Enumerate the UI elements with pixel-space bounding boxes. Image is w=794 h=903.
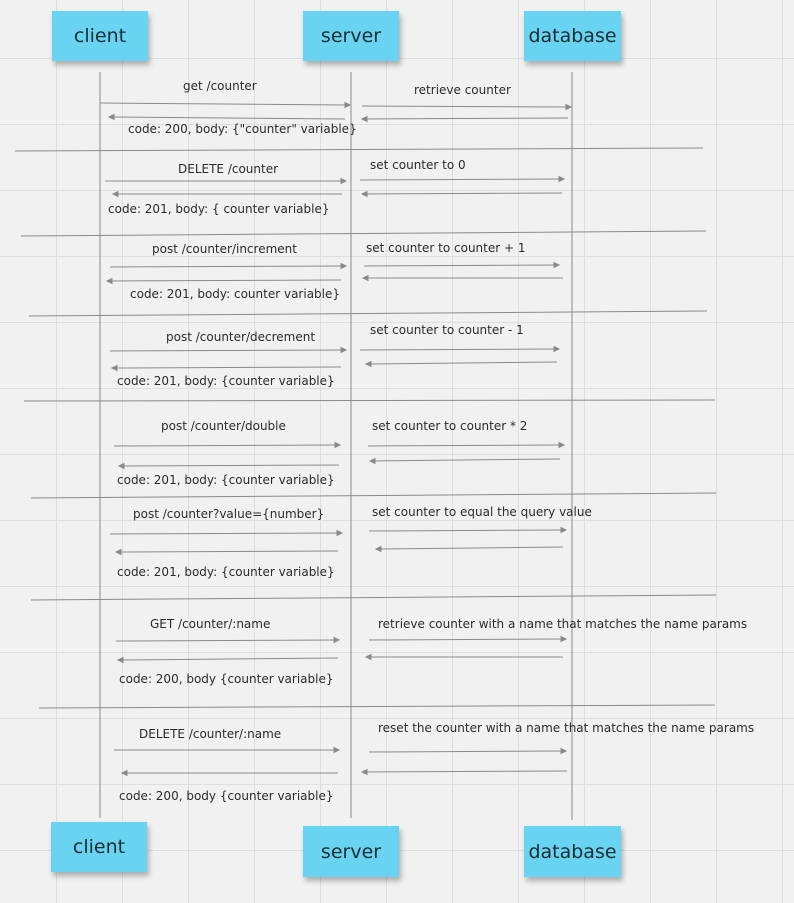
section-divider [28,310,708,317]
request-label: DELETE /counter/:name [139,727,282,741]
response-arrow [111,116,346,120]
request-arrow [99,102,348,106]
db-action-label: retrieve counter with a name that matche… [378,617,748,631]
section-divider [23,399,716,402]
section-divider [14,147,704,152]
db-request-arrow [359,178,562,181]
section-divider [20,230,707,237]
db-action-label: set counter to 0 [370,158,466,172]
request-arrow [109,265,344,268]
request-label: GET /counter/:name [150,617,271,631]
response-label: code: 200, body {counter variable} [119,789,334,803]
response-arrow [120,657,339,661]
db-response-arrow [368,361,558,365]
db-action-label: set counter to counter - 1 [370,323,524,337]
response-label: code: 201, body: {counter variable} [117,565,335,579]
request-arrow [115,639,337,642]
db-action-label: set counter to counter * 2 [372,419,528,433]
response-arrow [114,366,342,369]
db-request-arrow [368,638,564,641]
db-request-arrow [368,529,564,532]
db-request-arrow [359,348,557,351]
response-arrow [121,464,340,467]
db-request-arrow [368,750,564,753]
response-arrow [118,550,339,553]
response-label: code: 201, body: {counter variable} [117,374,335,388]
database-sticky-top[interactable]: database [524,11,621,61]
client-sticky-bottom[interactable]: client [51,822,147,872]
request-arrow [109,532,340,535]
request-label: get /counter [183,79,257,93]
request-arrow [109,349,344,352]
db-action-label: reset the counter with a name that match… [378,721,755,735]
db-action-label: set counter to equal the query value [372,505,592,519]
request-label: post /counter/double [161,419,286,433]
section-divider [30,492,717,499]
response-label: code: 200, body: {"counter" variable} [128,122,357,136]
server-sticky-bottom[interactable]: server [303,826,399,877]
request-label: DELETE /counter [178,162,279,176]
response-arrow [109,279,342,282]
request-label: post /counter/increment [152,242,297,256]
db-response-arrow [378,546,564,550]
client-sticky-top[interactable]: client [52,11,148,61]
db-request-arrow [361,105,569,108]
db-response-arrow [364,192,563,195]
server-sticky-top[interactable]: server [303,11,399,61]
db-response-arrow [372,458,561,462]
response-label: code: 201, body: counter variable} [130,287,341,301]
db-action-label: set counter to counter + 1 [366,241,526,255]
request-label: post /counter/decrement [166,330,316,344]
response-label: code: 201, body: { counter variable} [108,202,330,216]
section-divider [30,594,717,601]
db-request-arrow [363,264,557,267]
request-label: post /counter?value={number} [133,507,325,521]
db-response-arrow [364,117,569,120]
database-sticky-bottom[interactable]: database [524,826,621,877]
response-label: code: 201, body: {counter variable} [117,473,335,487]
db-response-arrow [364,770,568,773]
db-action-label: retrieve counter [414,83,511,97]
section-divider [38,704,716,709]
request-arrow [113,444,338,447]
response-label: code: 200, body {counter variable} [119,672,334,686]
db-request-arrow [367,444,562,447]
